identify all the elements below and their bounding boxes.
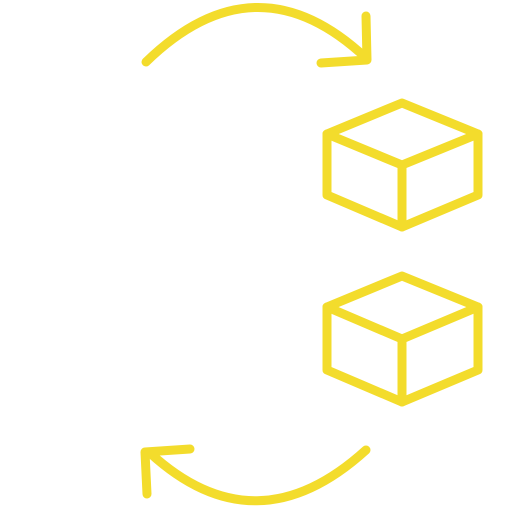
arrow-top-curve	[141, 3, 371, 67]
box-bottom-outline	[322, 271, 483, 407]
arrow-top-icon	[141, 3, 372, 68]
box-top-outline	[322, 98, 483, 232]
box-bottom-inner-edges	[322, 302, 483, 407]
arrow-bottom-head	[140, 444, 195, 499]
arrow-bottom-curve	[145, 445, 371, 506]
box-bottom-icon	[322, 271, 483, 407]
box-top-inner-edges	[322, 129, 483, 232]
arrow-top-head	[316, 11, 372, 68]
arrow-bottom-icon	[140, 444, 371, 506]
box-top-icon	[322, 98, 483, 232]
